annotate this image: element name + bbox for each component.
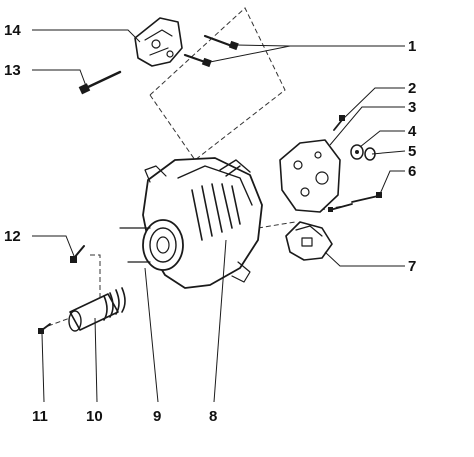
sleeve-screw-part [38, 323, 51, 334]
washer-nut-parts [350, 144, 376, 161]
callout-1: 1 [408, 38, 416, 55]
regulator-bolts-part [328, 192, 382, 212]
callout-10: 10 [86, 408, 103, 425]
callout-4: 4 [408, 123, 417, 140]
mounting-bracket-part [134, 17, 183, 67]
leader-lines [32, 29, 406, 403]
callout-6: 6 [408, 163, 416, 180]
rear-cover-part [279, 139, 341, 213]
voltage-regulator-part [285, 221, 333, 261]
callout-3: 3 [408, 99, 416, 116]
callout-5: 5 [408, 143, 416, 160]
small-screw-part [333, 115, 345, 131]
callout-9: 9 [153, 408, 161, 425]
callout-7: 7 [408, 258, 416, 275]
callout-14: 14 [4, 22, 21, 39]
bolt-part-12 [70, 245, 85, 263]
callout-12: 12 [4, 228, 21, 245]
sleeve-spring-part [68, 287, 126, 332]
callout-labels: 14 13 1 2 3 4 5 6 7 12 11 10 9 8 [4, 22, 417, 425]
bracket-bolts-part [183, 34, 239, 68]
callout-11: 11 [32, 408, 48, 425]
callout-13: 13 [4, 62, 21, 79]
callout-2: 2 [408, 80, 416, 97]
callout-8: 8 [209, 408, 217, 425]
pulley-part [119, 219, 184, 271]
long-bolt-part [78, 70, 122, 95]
